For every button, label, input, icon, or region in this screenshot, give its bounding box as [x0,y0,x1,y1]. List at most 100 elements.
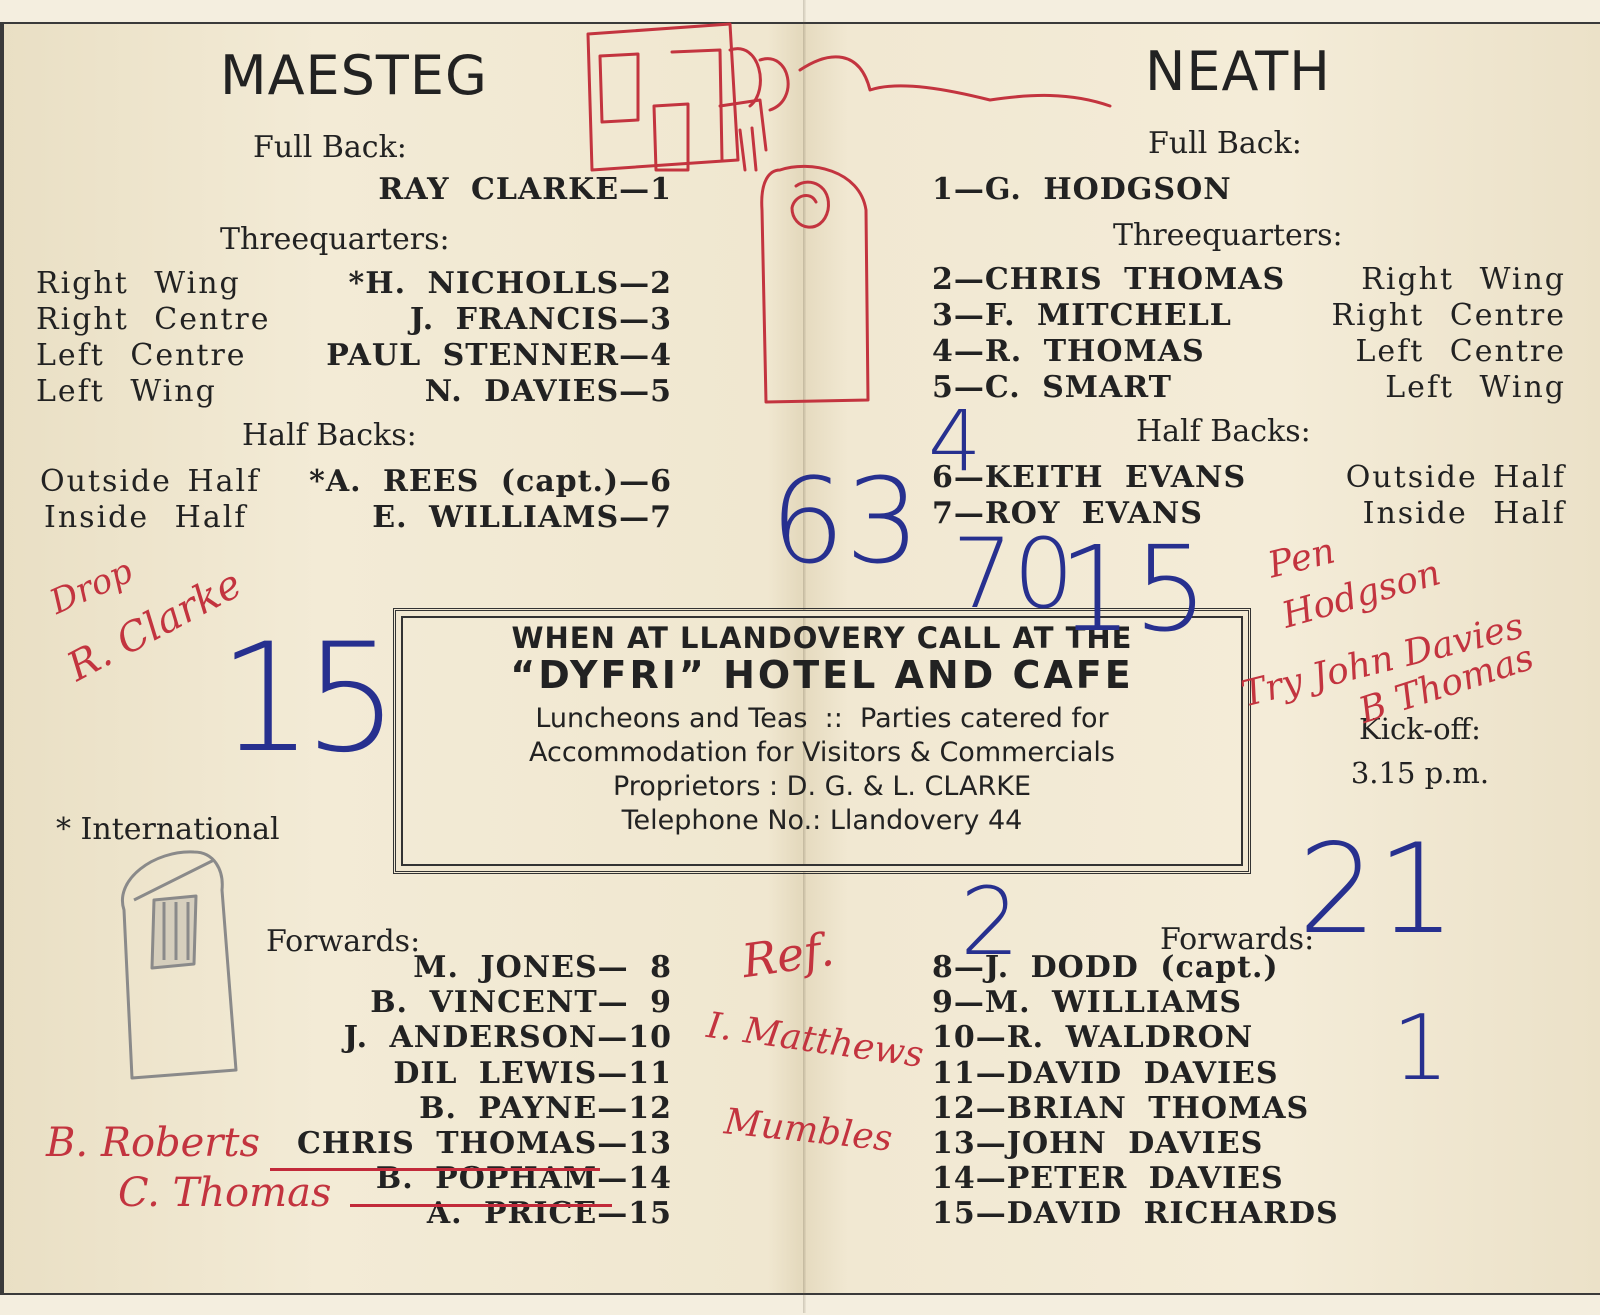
kickoff-label: Kick-off: [1359,712,1481,746]
home-forward-name: B. VINCENT— 9 [370,985,672,1021]
away-player-name: 5—C. SMART [932,370,1172,405]
home-full-back-row: RAY CLARKE—1 [30,172,672,208]
home-threequarter-row: Right Wing *H. NICHOLLS—2 [36,266,672,302]
red-doodle-drawing [586,22,1112,404]
referee-name-annotation: I. Matthews [704,1005,926,1076]
pencil-doodle-drawing [121,850,238,1080]
tally-annotation: 2 [960,868,1020,977]
page-edge-top [0,0,1600,24]
home-forward-row: A. PRICE—15 [200,1196,672,1232]
substitute-annotation: C. Thomas [118,1170,332,1216]
away-forward-name: 8—J. DODD (capt.) [932,950,1279,985]
home-full-back-name: RAY CLARKE—1 [378,172,672,207]
away-player-name: 3—F. MITCHELL [932,298,1232,333]
advert-box: WHEN AT LLANDOVERY CALL AT THE “DYFRI” H… [393,608,1251,874]
away-forward-name: 15—DAVID RICHARDS [932,1196,1339,1232]
home-forward-name: B. POPHAM—14 [375,1161,672,1197]
home-forward-row: DIL LEWIS—11 [200,1056,672,1092]
home-player-name: E. WILLIAMS—7 [372,500,672,535]
home-half-back-row: Inside Half E. WILLIAMS—7 [44,500,672,536]
home-forward-row: B. PAYNE—12 [200,1091,672,1127]
home-forward-row: B. VINCENT— 9 [200,985,672,1021]
referee-club-annotation: Mumbles [722,1101,895,1160]
home-forward-row: B. POPHAM—14 [200,1161,672,1197]
away-forward-name: 9—M. WILLIAMS [932,985,1243,1021]
international-note: * International [56,812,280,847]
away-forward-row: 15—DAVID RICHARDS [932,1196,1532,1232]
home-threequarter-row: Left Centre PAUL STENNER—4 [36,338,672,374]
away-full-back-row: 1—G. HODGSON [932,172,1562,208]
advert-line-4: Accommodation for Visitors & Commercials [528,737,1115,768]
away-position-label: Left Centre [1355,334,1566,369]
strike-line [350,1204,612,1207]
advert-line-6: Telephone No.: Llandovery 44 [621,805,1023,836]
away-full-back-name: 1—G. HODGSON [932,172,1232,207]
home-position-label: Left Centre [36,338,247,373]
away-forward-name: 14—PETER DAVIES [932,1161,1284,1197]
home-player-name: *A. REES (capt.)—6 [309,464,672,499]
home-position-label: Right Centre [36,302,271,337]
away-forward-row: 14—PETER DAVIES [932,1161,1532,1197]
away-threequarter-row: 5—C. SMART Left Wing [932,370,1566,406]
advert-line-5: Proprietors : D. G. & L. CLARKE [612,771,1032,802]
away-half-back-row: 6—KEITH EVANS Outside Half [932,460,1566,496]
home-forward-name: B. PAYNE—12 [419,1090,672,1126]
home-forward-name: A. PRICE—15 [426,1196,672,1232]
away-position-label: Left Wing [1385,370,1566,405]
away-forward-name: 10—R. WALDRON [932,1020,1254,1056]
away-threequarters-header: Threequarters: [1113,218,1343,253]
away-half-backs-header: Half Backs: [1136,414,1311,449]
home-position-label: Left Wing [36,374,217,409]
home-forward-name: CHRIS THOMAS—13 [297,1126,672,1161]
home-forwards-header: Forwards: [266,924,421,959]
away-player-name: 4—R. THOMAS [932,334,1205,369]
away-player-name: 6—KEITH EVANS [932,460,1247,495]
referee-label-annotation: Ref. [738,921,838,989]
home-position-label: Inside Half [44,500,248,535]
home-threequarters-header: Threequarters: [220,222,450,257]
substitute-annotation: B. Roberts [46,1120,261,1166]
away-half-back-row: 7—ROY EVANS Inside Half [932,496,1566,532]
home-player-name: *H. NICHOLLS—2 [348,266,672,301]
advert-line-3: Luncheons and Teas :: Parties catered fo… [535,703,1109,734]
kickoff-time: 3.15 p.m. [1350,756,1490,790]
away-forward-row: 10—R. WALDRON [932,1020,1532,1056]
home-position-label: Outside Half [40,464,261,499]
away-forwards-header: Forwards: [1160,922,1315,957]
tally-annotation: 70 [952,518,1075,630]
away-player-name: 2—CHRIS THOMAS [932,262,1286,297]
home-team-title: MAESTEG [220,44,488,107]
home-forward-name: M. JONES— 8 [413,950,672,985]
home-threequarter-row: Right Centre J. FRANCIS—3 [36,302,672,338]
away-forward-name: 11—DAVID DAVIES [932,1055,1279,1091]
tally-annotation: 1 [1392,996,1450,1101]
home-player-name: J. FRANCIS—3 [409,302,672,337]
page-edge-bottom [0,1293,1600,1315]
away-team-title: NEATH [1145,40,1331,103]
away-position-label: Right Centre [1331,298,1566,333]
home-full-back-header: Full Back: [253,130,407,165]
away-position-label: Outside Half [1345,460,1566,495]
home-forward-row: J. ANDERSON—10 [200,1020,672,1056]
home-forward-name: DIL LEWIS—11 [393,1055,672,1091]
away-forward-row: 13—JOHN DAVIES [932,1126,1532,1162]
away-threequarter-row: 3—F. MITCHELL Right Centre [932,298,1566,334]
tally-annotation: 4 [928,392,982,490]
away-position-label: Inside Half [1362,496,1566,531]
tally-annotation: 15 [1058,520,1209,658]
home-half-backs-header: Half Backs: [242,418,417,453]
home-forward-row: M. JONES— 8 [200,950,672,986]
home-threequarter-row: Left Wing N. DAVIES—5 [36,374,672,410]
away-forward-row: 12—BRIAN THOMAS [932,1091,1532,1127]
home-forward-row: CHRIS THOMAS—13 [200,1126,672,1162]
away-threequarter-row: 2—CHRIS THOMAS Right Wing [932,262,1566,298]
away-full-back-header: Full Back: [1148,126,1302,161]
away-forward-name: 13—JOHN DAVIES [932,1126,1264,1161]
home-player-name: N. DAVIES—5 [424,374,672,409]
away-threequarter-row: 4—R. THOMAS Left Centre [932,334,1566,370]
centre-fold [803,0,806,1313]
away-forward-name: 12—BRIAN THOMAS [932,1090,1310,1126]
drop-annotation: Drop [44,551,139,623]
away-forward-row: 11—DAVID DAVIES [932,1056,1532,1092]
